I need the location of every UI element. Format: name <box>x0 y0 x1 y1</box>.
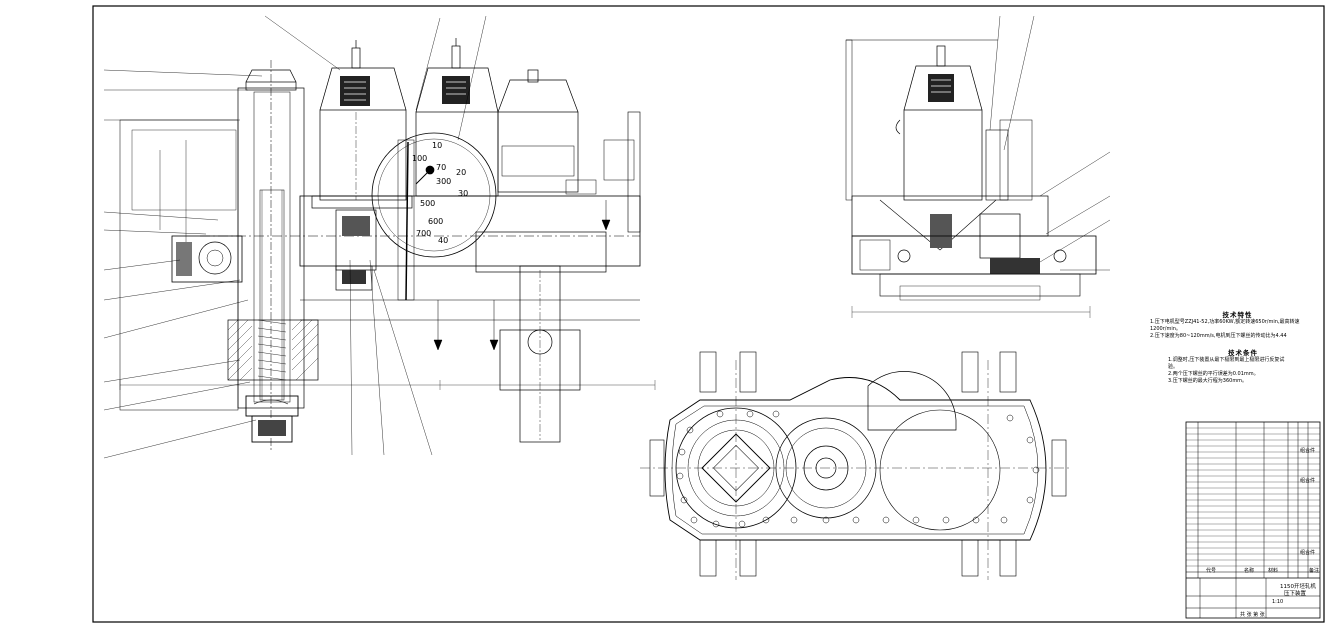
technical-requirements-line-2: 验。 <box>1168 364 1179 370</box>
parts-remark-a: 组合件 <box>1300 448 1316 454</box>
motor-right <box>497 69 579 193</box>
front-view <box>103 15 656 459</box>
drawing-scale: 1:10 <box>1272 599 1284 605</box>
technical-requirements-line-3: 2.两个压下螺丝的平行误差为0.01mm。 <box>1168 371 1259 377</box>
dial-tick-3: 70 <box>436 163 446 172</box>
technical-requirements-line-4: 3.压下螺丝的最大行程为360mm。 <box>1168 378 1248 384</box>
parts-header-code: 代号 <box>1206 568 1217 574</box>
dial-tick-4: 20 <box>456 168 466 177</box>
parts-header-remark: 备注 <box>1309 568 1320 574</box>
dial-tick-5: 300 <box>436 177 451 186</box>
drawing-subtitle: 压下装置 <box>1284 591 1307 597</box>
drawing-border <box>92 5 1325 623</box>
technical-specs-line-2: 2.压下速度为80~120mm/s,电机到压下螺丝的传动比为4.44 <box>1150 333 1287 339</box>
dial-tick-2: 100 <box>412 154 427 163</box>
title-block <box>1185 421 1321 619</box>
dial-tick-1: 10 <box>432 141 442 150</box>
technical-specs-line-1: 1.压下电机型号ZZJ41-52,功率60KW,额定转速650r/min,最高转… <box>1150 319 1300 332</box>
technical-specs-note: 技术特性 1.压下电机型号ZZJ41-52,功率60KW,额定转速650r/mi… <box>1150 312 1325 340</box>
side-view <box>845 15 1111 318</box>
dial-tick-9: 700 <box>416 229 431 238</box>
drawing-sheet-count: 共 张 第 张 <box>1240 612 1265 618</box>
dial-tick-10: 40 <box>438 236 448 245</box>
dial-tick-8: 600 <box>428 217 443 226</box>
technical-requirements-title: 技术条件 <box>1228 349 1258 357</box>
parts-remark-b: 组合件 <box>1300 478 1316 484</box>
parts-remark-c: 组合件 <box>1300 550 1316 556</box>
dial-tick-6: 30 <box>458 189 468 198</box>
dial-tick-7: 500 <box>420 199 435 208</box>
scale-dial <box>371 132 497 301</box>
parts-header-name: 名称 <box>1244 568 1255 574</box>
technical-requirements-line-1: 1.调整时,压下装置从最下极限到最上极限进行反复试 <box>1168 357 1285 363</box>
motor-middle <box>415 38 499 197</box>
technical-requirements-note: 技术条件 1.调整时,压下装置从最下极限到最上极限进行反复试 验。 2.两个压下… <box>1168 350 1318 385</box>
technical-specs-title: 技术特性 <box>1222 311 1253 319</box>
parts-header-material: 材料 <box>1268 568 1279 574</box>
drawing-name: 1150开坯轧机 <box>1280 584 1316 590</box>
motor-left <box>311 40 413 209</box>
plan-view <box>640 351 1070 580</box>
